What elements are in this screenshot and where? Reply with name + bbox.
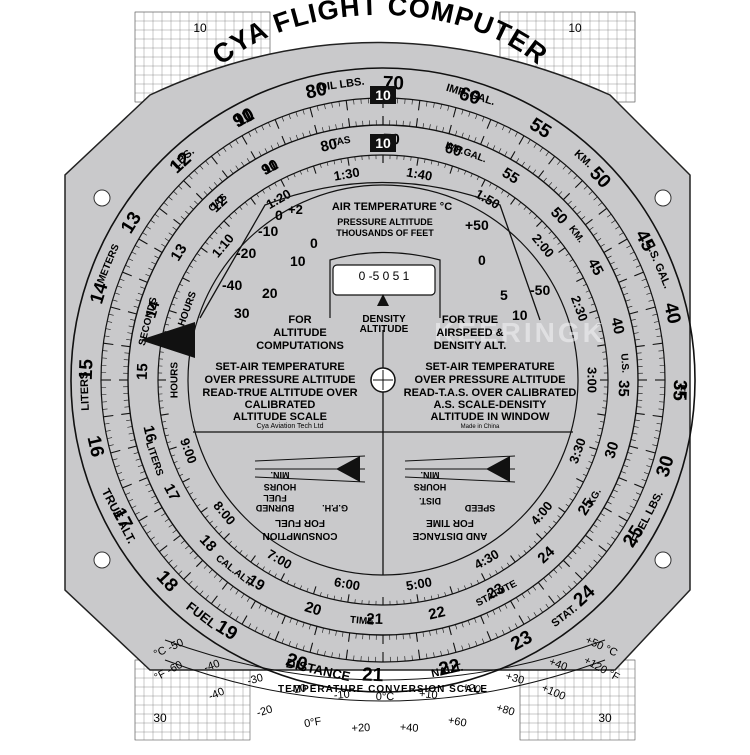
time-min: MIN. xyxy=(421,470,440,480)
left-panel-title-2: ALTITUDE xyxy=(273,327,327,339)
air-temp-left-5: +2 xyxy=(288,202,303,217)
time-scale-label-7: 3:00 xyxy=(585,367,600,393)
right-panel-line-5: ALTITUDE IN WINDOW xyxy=(431,411,551,423)
time-title-2: AND DISTANCE xyxy=(412,530,487,541)
mount-hole-bottom-left xyxy=(94,552,110,568)
celsius-label-4: -10 xyxy=(333,689,350,702)
right-panel-line-1: SET-AIR TEMPERATURE xyxy=(425,361,554,373)
fuel-fuel: FUEL xyxy=(263,493,287,503)
inner-scale-label-8: 35 xyxy=(615,380,633,397)
left-panel-line-5: ALTITUDE SCALE xyxy=(233,411,327,423)
air-temp-left-4: 0 xyxy=(275,207,283,223)
outer-unit-label-4: FT. xyxy=(675,384,688,400)
inner-unit-label-2: U.S. xyxy=(618,353,630,373)
pressure-val-2: 20 xyxy=(262,285,278,301)
air-temp-right-3: -50 xyxy=(530,282,550,298)
grid-label-bottom-right: 30 xyxy=(598,711,612,725)
density-label-2: ALTITUDE xyxy=(360,324,409,335)
mount-hole-bottom-right xyxy=(655,552,671,568)
right-panel-line-3: READ-T.A.S. OVER CALIBRATED xyxy=(404,387,577,399)
fahrenheit-label-3: 0°F xyxy=(303,715,322,730)
inner-unit-label-5: TIME xyxy=(350,615,375,628)
left-panel-line-3: READ-TRUE ALTITUDE OVER xyxy=(202,387,357,399)
pressure-alt-line2: THOUSANDS OF FEET xyxy=(336,228,434,238)
air-temp-right-2: 0 xyxy=(478,252,486,268)
fuel-hours: HOURS xyxy=(264,482,297,492)
grid-label-top-right: 10 xyxy=(568,21,582,35)
left-panel-line-1: SET-AIR TEMPERATURE xyxy=(215,361,344,373)
celsius-label-5: 0°C xyxy=(376,691,395,703)
air-temp-title: AIR TEMPERATURE °C xyxy=(332,201,452,213)
grid-label-bottom-left: 30 xyxy=(153,711,167,725)
left-panel-line-2: OVER PRESSURE ALTITUDE xyxy=(205,374,356,386)
time-dist: DIST. xyxy=(419,496,441,506)
time-speed: SPEED xyxy=(464,503,495,513)
air-temp-left-3: -10 xyxy=(258,223,278,239)
time-title-1: FOR TIME xyxy=(426,517,474,528)
pressure-val-3: 10 xyxy=(290,253,306,269)
mount-hole-top-left xyxy=(94,190,110,206)
fuel-title-1: FOR FUEL xyxy=(275,517,325,528)
time-scale-label-16: HOURS xyxy=(170,362,181,398)
right-panel-title-2: AIRSPEED & xyxy=(436,327,503,339)
pressure-val-5: 5 xyxy=(500,287,508,303)
left-panel-title-1: FOR xyxy=(288,314,311,326)
maker-label: Cya Aviation Tech Ltd xyxy=(256,423,323,430)
mount-hole-top-right xyxy=(655,190,671,206)
air-temp-left-2: -20 xyxy=(236,245,256,261)
index-box-outer-label: 10 xyxy=(375,87,391,103)
fuel-gph: G.P.H. xyxy=(322,503,348,513)
pressure-val-1: 30 xyxy=(234,305,250,321)
grid-strip xyxy=(135,660,250,740)
inner-scale-label-20: 15 xyxy=(134,363,152,380)
right-panel-line-2: OVER PRESSURE ALTITUDE xyxy=(415,374,566,386)
fahrenheit-label-4: +20 xyxy=(351,722,370,735)
fahrenheit-label-2: -20 xyxy=(255,703,274,719)
right-panel-line-4: A.S. SCALE-DENSITY xyxy=(433,399,547,411)
fuel-burned: BURNED xyxy=(255,503,294,513)
pressure-val-4: 0 xyxy=(310,235,318,251)
fahrenheit-label-7: +80 xyxy=(495,702,516,719)
pressure-alt-line1: PRESSURE ALTITUDE xyxy=(337,217,433,227)
origin-label: Made in China xyxy=(461,424,500,430)
density-scale: 0 -5 0 5 1 xyxy=(359,269,410,283)
celsius-label-6: +10 xyxy=(418,688,438,702)
grid-label-top-left: 10 xyxy=(193,21,207,35)
outer-scale-label-14: 21 xyxy=(362,664,384,686)
fuel-min: MIN. xyxy=(271,470,290,480)
left-panel-title-3: COMPUTATIONS xyxy=(256,340,344,352)
outer-unit-label-11: LITERS xyxy=(78,371,91,411)
index-box-inner-label: 10 xyxy=(375,135,391,151)
fahrenheit-label-5: +40 xyxy=(399,722,418,735)
right-panel-title-1: FOR TRUE xyxy=(442,314,498,326)
air-temp-right-1: +50 xyxy=(465,217,489,233)
air-temp-left-1: -40 xyxy=(222,277,242,293)
left-panel-line-4: CALIBRATED xyxy=(245,399,316,411)
time-hours: HOURS xyxy=(414,482,447,492)
fahrenheit-label-6: +60 xyxy=(447,714,468,729)
right-panel-title-3: DENSITY ALT. xyxy=(434,340,507,352)
fuel-title-2: CONSUMPTION xyxy=(263,530,338,541)
